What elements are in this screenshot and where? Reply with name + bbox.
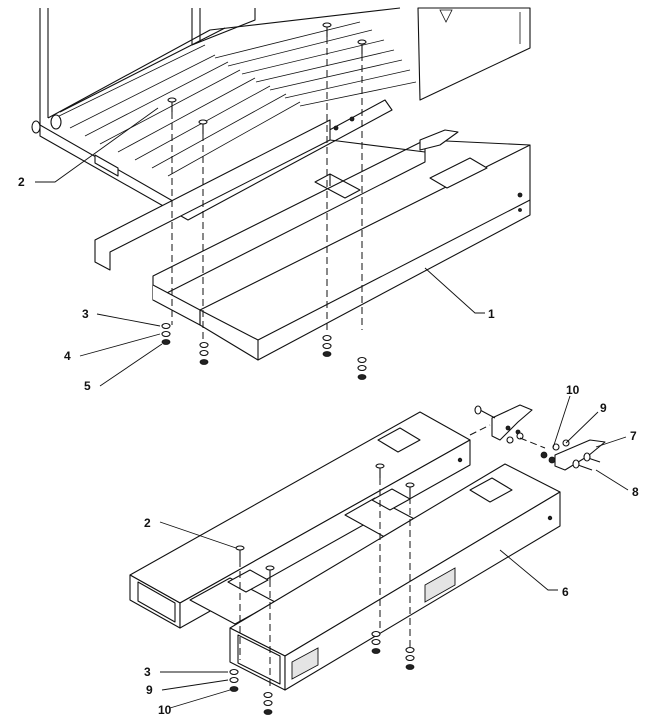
bottom-hardware bbox=[229, 630, 415, 715]
latch-hardware bbox=[469, 404, 606, 471]
callout-bottom-8: 8 bbox=[632, 485, 639, 499]
top-alignment-lines bbox=[171, 37, 363, 345]
callout-top-2: 2 bbox=[18, 175, 25, 189]
right-base-tube bbox=[229, 463, 561, 691]
callout-bottom-4: 9 bbox=[146, 683, 153, 697]
callout-bottom-10: 10 bbox=[566, 383, 580, 397]
callout-top-4: 4 bbox=[64, 349, 71, 363]
top-hardware bbox=[161, 322, 367, 380]
callout-bottom-5: 10 bbox=[158, 703, 172, 717]
top-assembly: 2 3 4 5 1 bbox=[18, 7, 531, 393]
callout-bottom-6: 6 bbox=[562, 585, 569, 599]
bottom-callouts: 2 3 9 10 6 7 8 9 10 bbox=[144, 383, 639, 717]
callout-top-1: 1 bbox=[488, 307, 495, 321]
callout-bottom-3: 3 bbox=[144, 665, 151, 679]
bottom-assembly: 2 3 9 10 6 7 8 9 10 bbox=[129, 383, 639, 717]
callout-bottom-9: 9 bbox=[600, 401, 607, 415]
channel-frame bbox=[94, 119, 531, 361]
callout-top-3: 3 bbox=[82, 307, 89, 321]
callout-bottom-2: 2 bbox=[144, 516, 151, 530]
bottom-alignment-lines bbox=[239, 478, 411, 690]
top-callouts: 2 3 4 5 1 bbox=[18, 107, 495, 393]
callout-bottom-7: 7 bbox=[630, 429, 637, 443]
callout-top-5: 5 bbox=[84, 379, 91, 393]
